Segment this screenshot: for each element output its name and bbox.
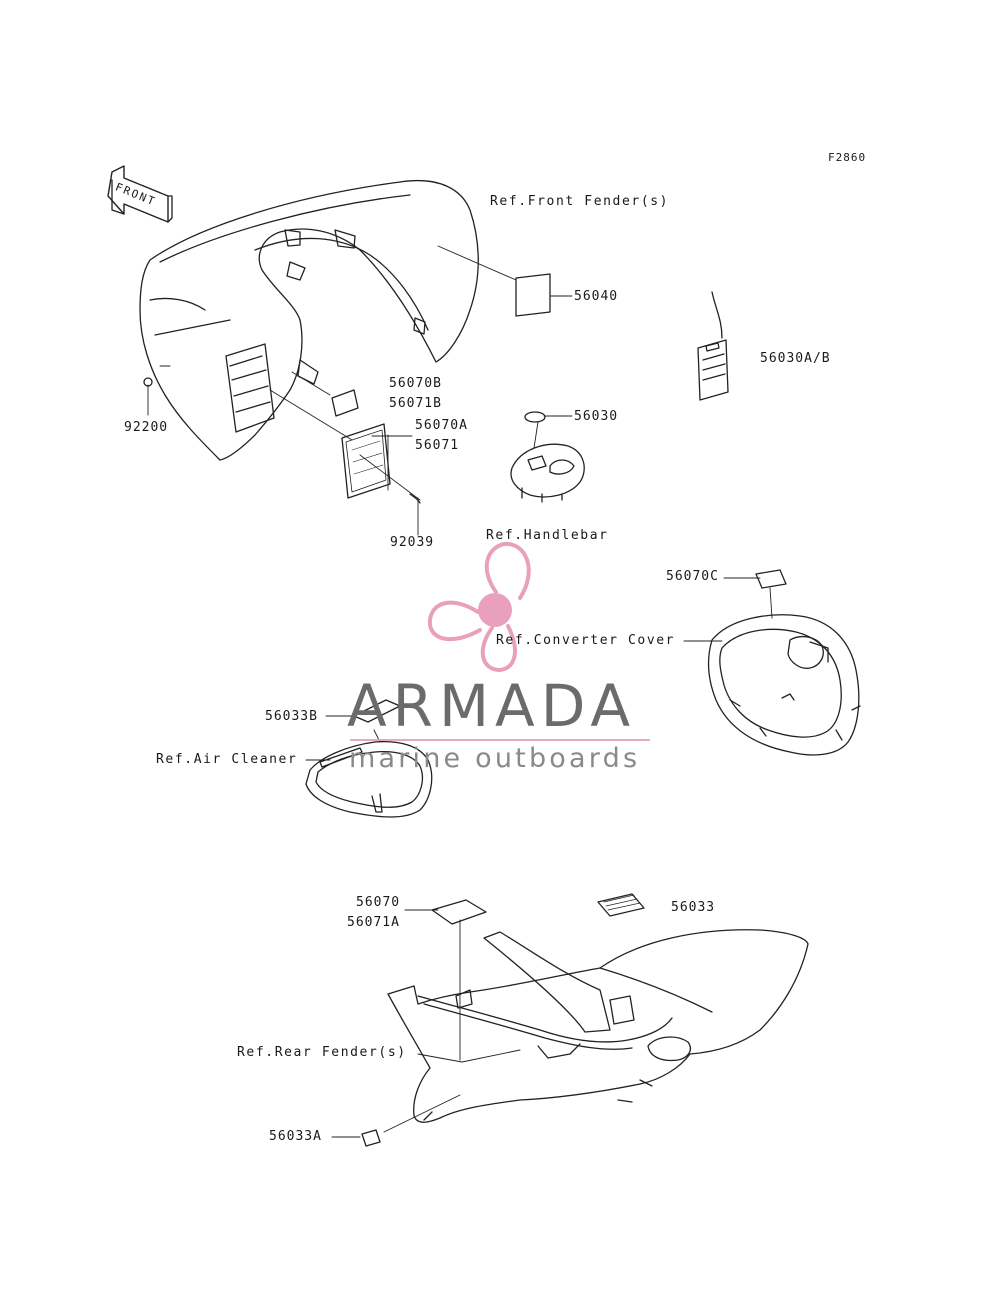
watermark-subtitle: marine outboards (349, 743, 641, 774)
label-56070b-shape (331, 389, 359, 417)
label-56070c-shape (755, 569, 787, 589)
hang-tag-drawing (697, 291, 729, 401)
rear-fender-drawing (387, 929, 809, 1123)
part-56070c: 56070C (666, 569, 719, 584)
part-56033b: 56033B (265, 709, 318, 724)
part-56070: 56070 (356, 895, 401, 910)
label-56040-shape (515, 273, 551, 317)
front-fender-drawing (139, 180, 479, 461)
ref-air-cleaner: Ref.Air Cleaner (156, 752, 298, 767)
part-56033: 56033 (671, 900, 716, 915)
label-56033-shape (597, 893, 645, 917)
converter-cover-drawing (707, 614, 861, 756)
part-56033a: 56033A (269, 1129, 322, 1144)
figure-id: F2860 (828, 151, 867, 164)
label-56033b-shape (353, 699, 401, 723)
part-56030: 56030 (574, 409, 619, 424)
watermark-propeller-icon (427, 541, 531, 672)
wire-92039-shape (409, 493, 421, 504)
front-arrow-icon (107, 165, 173, 223)
part-56071: 56071 (415, 438, 460, 453)
watermark-title: ARMADA (347, 672, 637, 740)
part-92200: 92200 (124, 420, 169, 435)
air-cleaner-drawing (305, 740, 433, 818)
ref-handlebar: Ref.Handlebar (486, 528, 609, 543)
part-56070b: 56070B (389, 376, 442, 391)
part-56071a: 56071A (347, 915, 400, 930)
part-56070a: 56070A (415, 418, 468, 433)
part-56071b: 56071B (389, 396, 442, 411)
part-56040: 56040 (574, 289, 619, 304)
grommet-92200-shape (143, 377, 153, 387)
ref-front-fender: Ref.Front Fender(s) (490, 194, 670, 209)
part-92039: 92039 (390, 535, 435, 550)
handlebar-drawing (510, 443, 585, 503)
label-56070a-shape (341, 423, 391, 499)
label-56070-shape (431, 899, 487, 925)
part-56030ab: 56030A/B (760, 351, 831, 366)
ref-rear-fender: Ref.Rear Fender(s) (237, 1045, 407, 1060)
watermark-divider (350, 739, 650, 741)
washer-56030-shape (524, 411, 546, 423)
label-56033a-shape (361, 1129, 381, 1147)
ref-converter-cover: Ref.Converter Cover (496, 633, 676, 648)
